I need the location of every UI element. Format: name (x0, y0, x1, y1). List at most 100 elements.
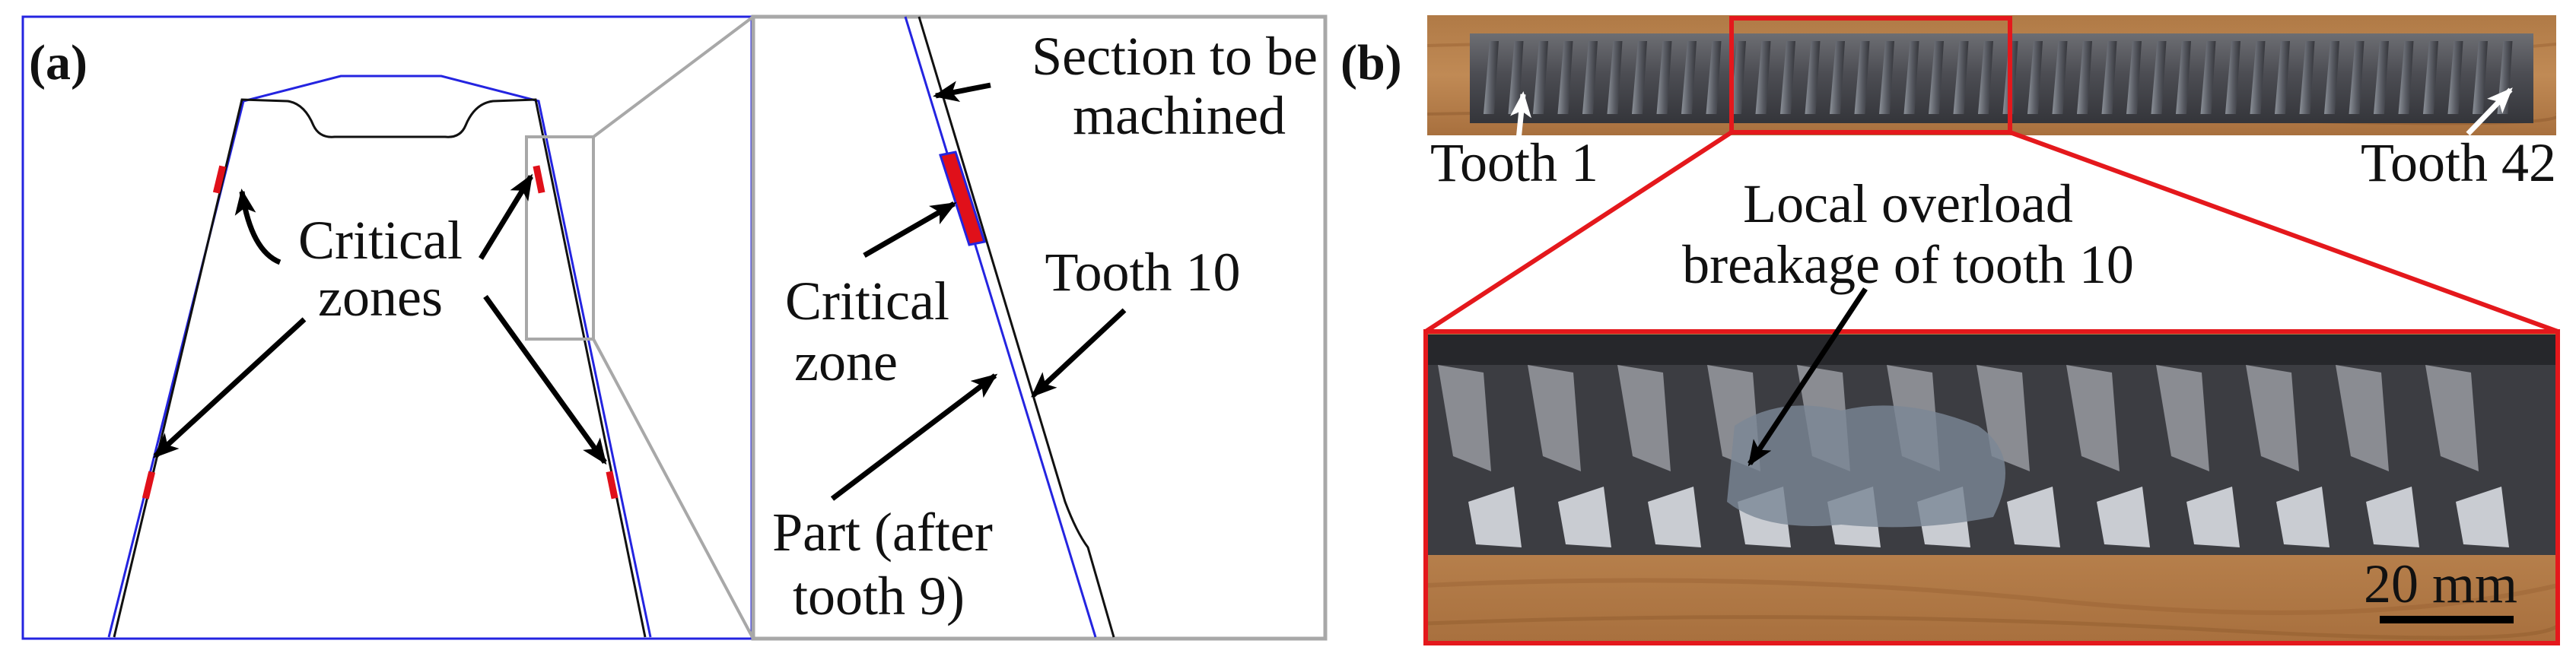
critical-zone-left-upper (212, 165, 227, 194)
broach-photo-full (1427, 15, 2556, 135)
zoom-critical-label-line2: zone (794, 331, 898, 392)
broach-tooth (1656, 41, 1672, 114)
broach-photo-zoom (1426, 331, 2558, 643)
tooth-1-label: Tooth 1 (1430, 132, 1598, 193)
broach-tooth (1929, 41, 1944, 114)
zoom-tooth-edge (2186, 487, 2240, 547)
zoom-tooth-edge (1648, 487, 1701, 547)
broach-tooth (1607, 41, 1623, 114)
critical-zones-label-line2: zones (318, 267, 443, 328)
critical-zone-left-lower (142, 471, 156, 500)
broach-tooth (1731, 41, 1746, 114)
arrow-tooth-42 (2466, 87, 2513, 136)
broach-tooth (1533, 41, 1548, 114)
tooth-10-label: Tooth 10 (1045, 242, 1241, 303)
broach-tooth (1755, 41, 1771, 114)
broach-tooth (1854, 41, 1870, 114)
scale-bar (2380, 616, 2514, 623)
zoom-tooth-face (2066, 365, 2120, 471)
zoom-connector-top (592, 15, 755, 138)
critical-zone-right-upper (533, 165, 545, 194)
zoom-tooth-face (1438, 365, 1491, 471)
breakage-label-line1: Local overload (1743, 173, 2073, 234)
arrow-to-section-line (933, 81, 991, 103)
broach-tooth (1830, 41, 1845, 114)
part-label-line1: Part (after (772, 502, 993, 563)
arrow-to-left-upper-zone (234, 189, 281, 265)
zoom-tooth-edge (2366, 487, 2419, 547)
zoom-tooth-face (1617, 365, 1671, 471)
tooth-42-label: Tooth 42 (2361, 132, 2556, 193)
arrow-to-right-lower-zone (483, 294, 607, 465)
panel-b: (b) Tooth 1 Tooth 42 Local overload brea… (1340, 15, 2560, 645)
broach-tooth (2176, 41, 2191, 114)
arrow-to-zoom-critical-zone (863, 201, 957, 258)
broach-tooth (2398, 41, 2414, 114)
arrow-to-part-line (830, 373, 998, 501)
panel-a-tag: (a) (29, 35, 87, 90)
broach-tooth (2374, 41, 2389, 114)
critical-zone-right-lower (606, 471, 619, 500)
broach-tooth (1632, 41, 1647, 114)
broach-tooth (1780, 41, 1795, 114)
broach-tooth (2225, 41, 2240, 114)
broach-tooth (2250, 41, 2266, 114)
section-outline-black (113, 98, 647, 638)
broach-tooth (1805, 41, 1821, 114)
panel-b-tag: (b) (1340, 35, 1402, 90)
broach-tooth (1582, 41, 1598, 114)
tooth-10-highlight-box (1729, 16, 2012, 135)
breakage-label-line2: breakage of tooth 10 (1682, 234, 2134, 295)
broach-tooth (1879, 41, 1894, 114)
zoom-tooth-face (2246, 365, 2299, 471)
part-outline-blue (107, 75, 652, 638)
zoom-critical-zone (939, 151, 986, 246)
arrow-to-broken-tooth (1748, 287, 1868, 467)
broach-tooth (1953, 41, 1969, 114)
critical-zones-label-line1: Critical (298, 210, 463, 271)
zoom-tooth-edge (2007, 487, 2060, 547)
broach-tooth (1978, 41, 1993, 114)
part-label-line2: tooth 9) (793, 566, 965, 626)
broach-tooth (2077, 41, 2092, 114)
zoom-tooth-edge (1558, 487, 1611, 547)
broach-tooth (1681, 41, 1697, 114)
scale-bar-label: 20 mm (2364, 553, 2517, 614)
zoom-connector-bottom (592, 338, 755, 639)
zoom-tooth-face (2336, 365, 2389, 471)
zoom-photo-frame (1423, 329, 2560, 645)
zoom-tooth-edge (2097, 487, 2150, 547)
broach-tooth (2473, 41, 2488, 114)
arrow-to-left-lower-zone (153, 317, 307, 458)
zoom-critical-label-line1: Critical (785, 271, 949, 331)
zoom-tooth-edge (1468, 487, 1522, 547)
section-label-line1: Section to be (1032, 26, 1318, 87)
zoom-region-marker (525, 135, 595, 341)
broach-tooth (2200, 41, 2216, 114)
arrow-to-right-upper-zone (479, 173, 533, 260)
broach-tooth (2052, 41, 2068, 114)
broach-tooth (2275, 41, 2290, 114)
broken-tooth-area (1727, 405, 2005, 528)
broach-tooth (1706, 41, 1722, 114)
broach-teeth-row (1484, 41, 2513, 114)
broach-tooth (2324, 41, 2339, 114)
broach-tooth (2447, 41, 2463, 114)
zoom-tooth-face (2156, 365, 2209, 471)
zoom-connector-left (1424, 130, 1733, 334)
broach-tooth (1903, 41, 1919, 114)
zoom-connector-right (2008, 130, 2559, 334)
broach-tooth (1557, 41, 1573, 114)
zoom-tooth-face (1528, 365, 1581, 471)
broach-tooth (2349, 41, 2365, 114)
broach-tooth (2423, 41, 2438, 114)
zoom-tooth-edge (2456, 487, 2509, 547)
broach-tooth (2101, 41, 2117, 114)
arrow-tooth-1 (1510, 91, 1531, 141)
broach-tooth (2151, 41, 2167, 114)
zoom-panel-frame (751, 14, 1328, 641)
zoom-section-line-black (918, 16, 1115, 638)
broach-tooth (2027, 41, 2043, 114)
broach-tooth (2299, 41, 2315, 114)
zoom-tooth-face (2425, 365, 2479, 471)
